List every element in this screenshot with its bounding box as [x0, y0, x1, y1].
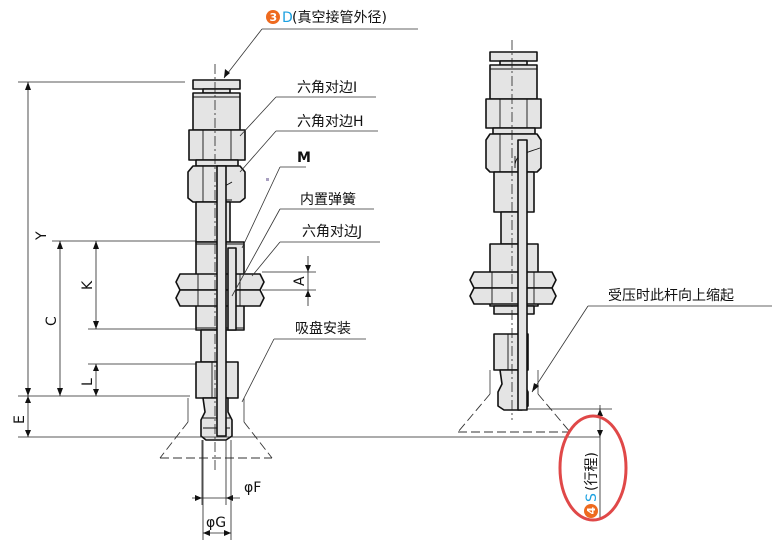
callout-rod-retracts: 受压时此杆向上缩起 [531, 288, 772, 393]
svg-text:受压时此杆向上缩起: 受压时此杆向上缩起 [608, 288, 734, 304]
svg-text:吸盘安装: 吸盘安装 [295, 320, 351, 337]
dim-c-label: C [44, 316, 60, 326]
dimension-f-g: φF φG [192, 440, 261, 540]
badge-4-icon [584, 504, 598, 518]
right-assembly [457, 40, 571, 433]
dimension-y: Y [18, 81, 185, 396]
dimension-l: L [80, 363, 196, 396]
dim-a-label: A [292, 276, 308, 286]
callout-thread-m: M [241, 150, 311, 249]
dimension-a: A [262, 256, 316, 306]
vacuum-port-code: D [282, 10, 293, 26]
stroke-code: S [584, 493, 600, 502]
svg-text:六角对边H: 六角对边H [297, 114, 364, 130]
callout-spring: 内置弹簧 [231, 192, 374, 297]
svg-text:M: M [297, 150, 311, 166]
dimension-stroke: 4 S (行程) [526, 405, 628, 522]
svg-text:内置弹簧: 内置弹簧 [300, 192, 356, 208]
dimension-c: C [44, 240, 196, 396]
dim-l-label: L [80, 378, 96, 386]
dim-f-label: φF [244, 480, 261, 496]
svg-text:4: 4 [585, 507, 598, 515]
callout-hex-h: 六角对边H [239, 114, 378, 173]
dim-y-label: Y [34, 231, 50, 241]
callout-hex-i: 六角对边I [239, 80, 376, 137]
badge-3-icon [266, 10, 280, 24]
dim-k-label: K [80, 280, 96, 290]
callout-hex-j: 六角对边J [251, 224, 380, 277]
svg-text:六角对边J: 六角对边J [302, 224, 362, 240]
dimension-k: K [80, 241, 196, 330]
stroke-label: (行程) [584, 452, 600, 491]
dim-e-label: E [12, 415, 28, 424]
svg-text:3: 3 [270, 11, 278, 24]
left-assembly [159, 64, 273, 470]
callout-vacuum-port: 3 D (真空接管外径) [223, 9, 418, 79]
vacuum-port-label: (真空接管外径) [292, 9, 387, 26]
callout-cup-mount: 吸盘安装 [241, 320, 366, 403]
stroke-highlight-ellipse [558, 414, 628, 522]
svg-text:六角对边I: 六角对边I [297, 80, 357, 96]
dimension-e: E [12, 396, 31, 437]
dim-g-label: φG [206, 515, 226, 531]
